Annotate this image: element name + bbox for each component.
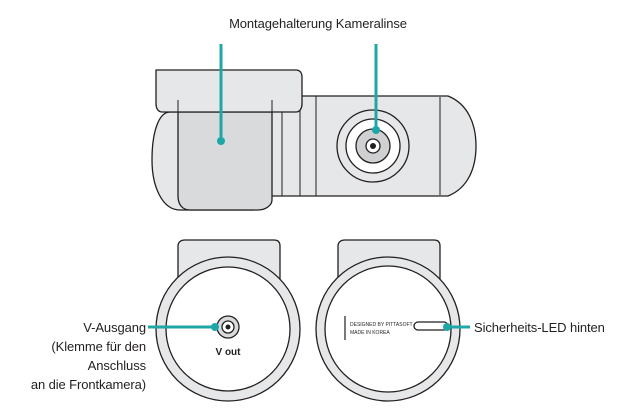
camera-front-view: [155, 239, 301, 402]
led-slot: [413, 321, 449, 331]
back-label-line1: DESIGNED BY PITTASOFT: [350, 322, 413, 328]
callout-vout: [148, 323, 219, 331]
back-inner-disc: [324, 265, 452, 393]
callout-dot-mount: [217, 137, 225, 145]
callout-lines-top: [217, 44, 380, 145]
barrel-ridges: [281, 96, 441, 196]
callout-dot-lens: [372, 126, 380, 134]
vout-marking: V out: [216, 347, 242, 358]
mount-top-clip: [155, 69, 303, 113]
label-vout-line4: an die Frontkamera): [30, 377, 146, 392]
label-mount-lens: Montagehalterung Kameralinse: [229, 16, 407, 31]
label-vout-line1: V-Ausgang: [83, 320, 146, 335]
label-vout-line3: Anschluss: [87, 358, 146, 373]
label-vout: V-Ausgang (Klemme für den Anschluss an d…: [31, 318, 146, 394]
camera-side-view: [151, 69, 477, 211]
camera-back-view: [315, 239, 461, 402]
label-vout-line2: (Klemme für den: [51, 339, 146, 354]
label-rear-led: Sicherheits-LED hinten: [474, 320, 605, 335]
mount-front-plate: [177, 111, 273, 211]
callout-led: [443, 323, 470, 331]
back-label-line2: MADE IN KOREA: [350, 330, 390, 336]
